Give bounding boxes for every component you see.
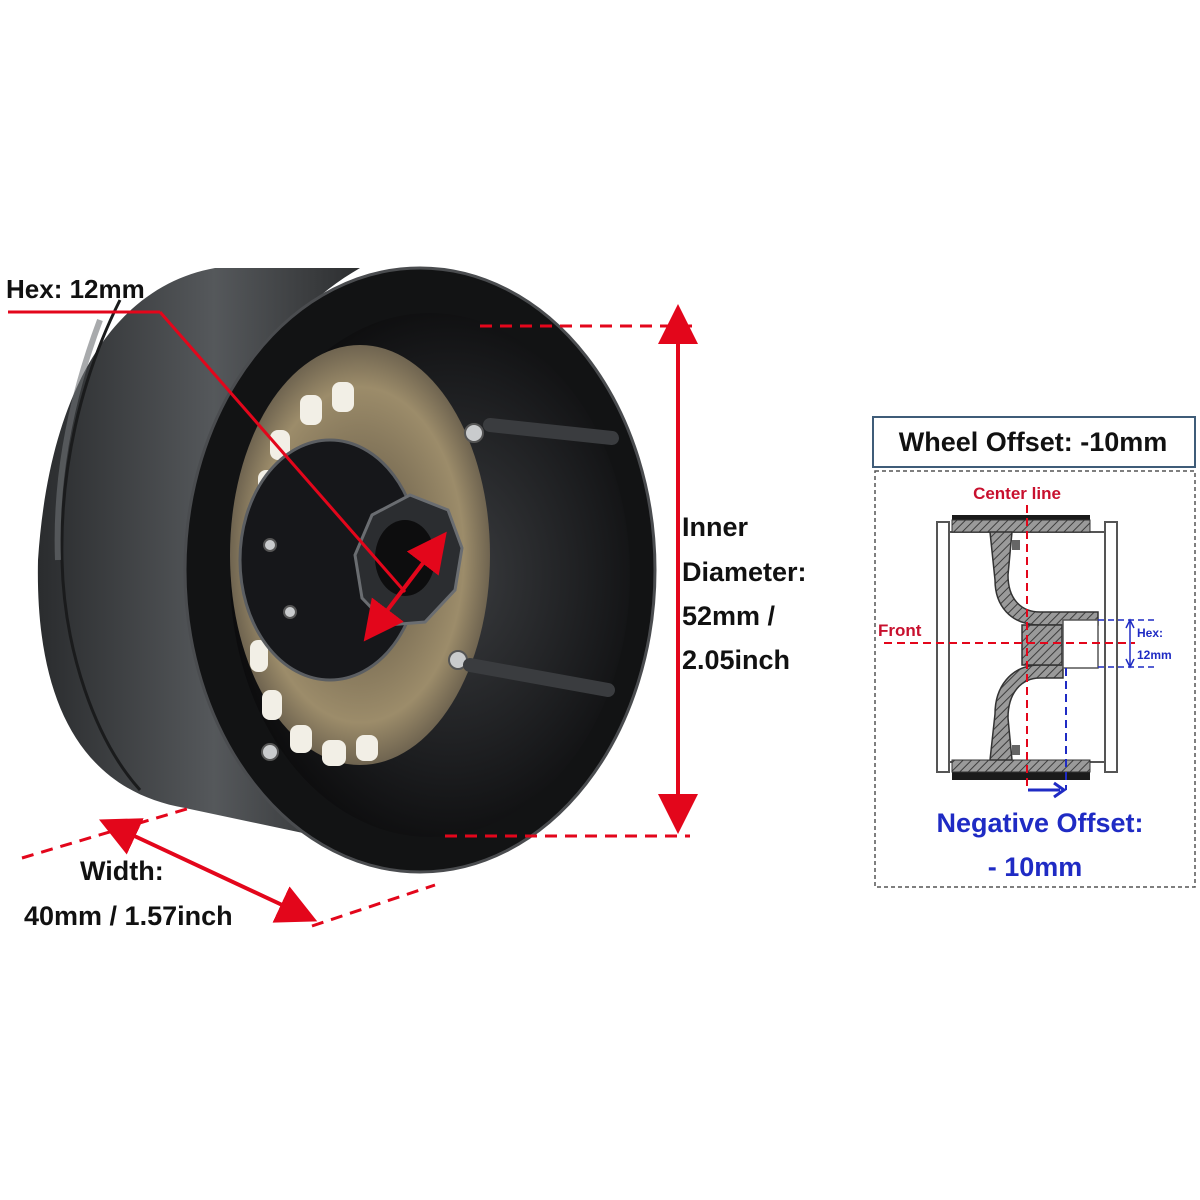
- hex-label: Hex: 12mm: [6, 274, 145, 304]
- inner-diameter-line1: Inner: [682, 512, 749, 542]
- offset-panel-title-box: [872, 416, 1196, 468]
- hex-small-label-line2: 12mm: [1137, 648, 1172, 662]
- wheel-outer-barrel: [37, 268, 430, 860]
- width-dimension: [21, 806, 436, 928]
- front-label: Front: [878, 621, 922, 640]
- center-line-label: Center line: [973, 484, 1061, 503]
- negative-offset-line1: Negative Offset:: [936, 808, 1143, 838]
- wheel-barrel-seam: [60, 299, 142, 792]
- negative-offset-line2: - 10mm: [988, 852, 1083, 882]
- offset-panel-title: Wheel Offset: -10mm: [899, 427, 1168, 457]
- inner-diameter-line2: Diameter:: [682, 557, 807, 587]
- inner-diameter-line3: 52mm /: [682, 601, 776, 631]
- double-arrow-icon: [363, 531, 447, 642]
- wheel-photo: [37, 266, 657, 874]
- width-label-line1: Width:: [80, 856, 164, 886]
- width-label-line2: 40mm / 1.57inch: [24, 901, 233, 931]
- inner-diameter-line4: 2.05inch: [682, 645, 790, 675]
- inner-diameter-dimension: [445, 304, 700, 838]
- hex-small-label-line1: Hex:: [1137, 626, 1163, 640]
- wheel-cross-section-icon: [884, 505, 1158, 799]
- wheel-inner-ribs: [463, 418, 619, 697]
- offset-arrow-icon: [1028, 781, 1067, 799]
- double-arrow-icon: [99, 818, 318, 923]
- wheel-bolts: [261, 423, 484, 761]
- hex-dimension: [8, 310, 447, 642]
